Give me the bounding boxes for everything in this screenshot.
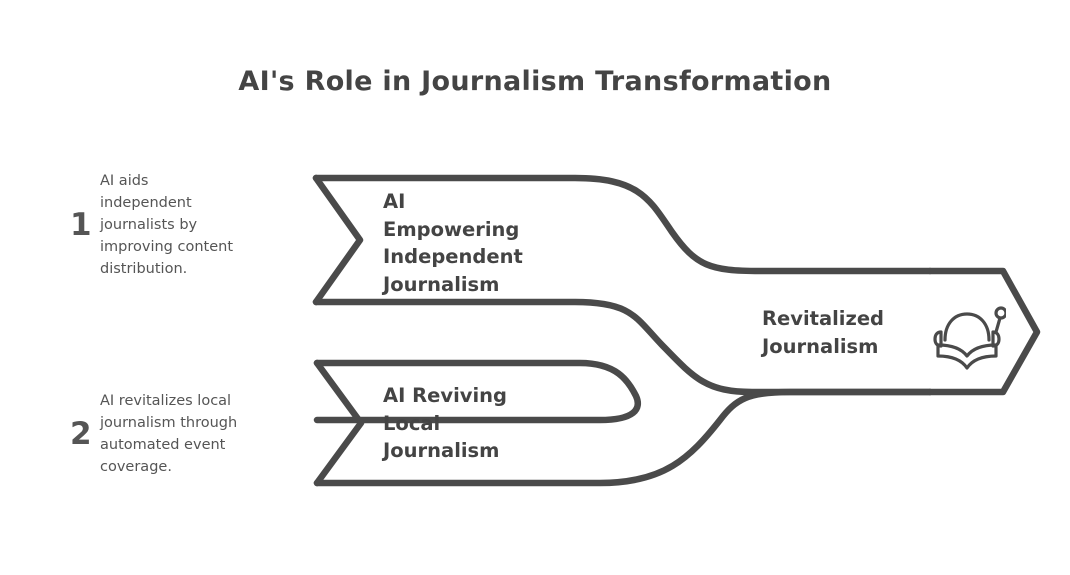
note-1-number: 1 <box>70 206 92 243</box>
band-1-outline <box>312 174 364 306</box>
outcome-label: Revitalized Journalism <box>762 307 885 358</box>
outcome-arrowhead <box>926 267 1041 396</box>
band-2-bottom-edge <box>313 388 934 487</box>
band-1-label: AI Empowering Independent Journalism <box>383 190 523 297</box>
band-2-label: AI Reviving Local Journalism <box>383 384 508 463</box>
band-1-top-edge <box>312 174 934 275</box>
band-1-bottom-edge <box>312 298 934 396</box>
note-2-number: 2 <box>70 415 92 452</box>
book-headphones-icon <box>928 296 1008 378</box>
note-2: 2 AI revitalizes local journalism throug… <box>70 390 310 478</box>
note-2-text: AI revitalizes local journalism through … <box>100 393 238 476</box>
page-title: AI's Role in Journalism Transformation <box>238 66 832 97</box>
note-1-text: AI aids independent journalists by impro… <box>100 173 233 278</box>
note-1: 1 AI aids independent journalists by imp… <box>70 170 310 280</box>
band-2-top-edge <box>313 359 641 424</box>
